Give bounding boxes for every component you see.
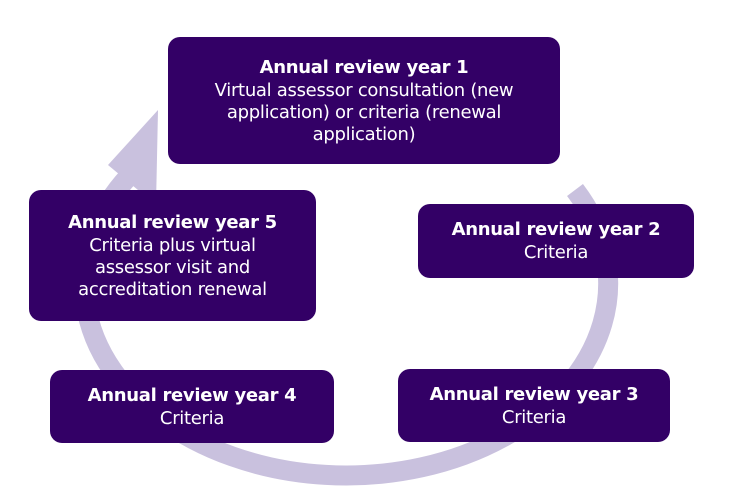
arrowhead-icon	[108, 110, 158, 205]
step-title: Annual review year 5	[68, 211, 277, 233]
step-title: Annual review year 4	[87, 384, 297, 406]
step-year-4: Annual review year 4 Criteria	[50, 370, 334, 443]
step-body: Criteria	[523, 242, 589, 263]
step-title: Annual review year 3	[429, 383, 639, 405]
step-body: Criteria	[159, 407, 225, 429]
step-year-3: Annual review year 3 Criteria	[398, 369, 670, 442]
step-title: Annual review year 2	[451, 219, 661, 240]
step-title: Annual review year 1	[259, 56, 469, 78]
step-year-5: Annual review year 5 Criteria plus virtu…	[29, 190, 316, 321]
step-body: Criteria	[501, 406, 567, 428]
step-body: Criteria plus virtual assessor visit and…	[78, 234, 267, 300]
step-year-1: Annual review year 1 Virtual assessor co…	[168, 37, 560, 164]
step-body: Virtual assessor consultation (new appli…	[214, 79, 514, 145]
step-year-2: Annual review year 2 Criteria	[418, 204, 694, 278]
